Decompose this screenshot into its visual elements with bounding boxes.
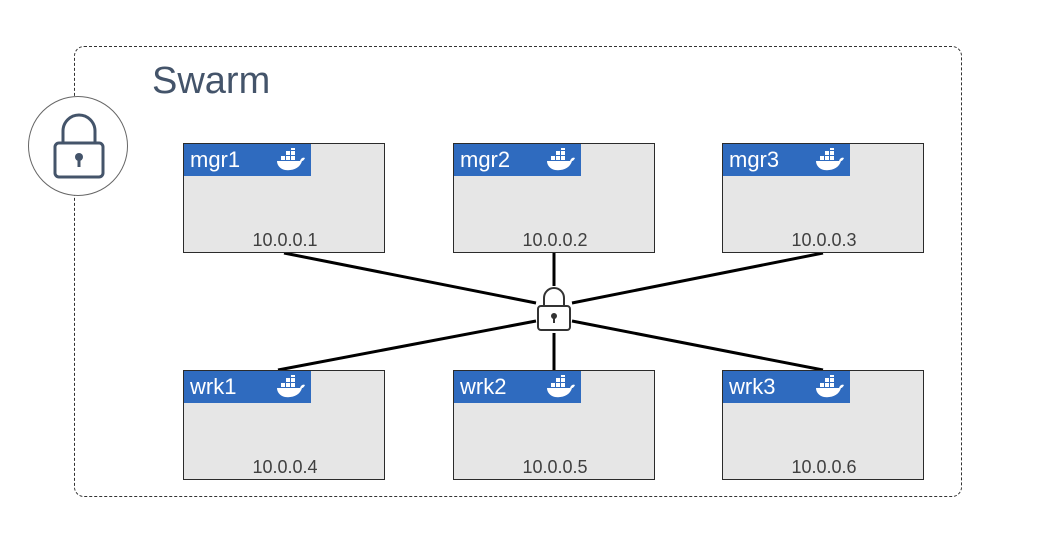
node-mgr3: mgr3 10.0.0.3 bbox=[722, 143, 924, 253]
link-mgr1 bbox=[283, 251, 537, 305]
docker-whale-icon bbox=[547, 148, 575, 171]
node-name: mgr1 bbox=[190, 147, 241, 172]
swarm-lock-badge bbox=[28, 96, 128, 196]
link-wrk3 bbox=[571, 319, 824, 372]
node-ip: 10.0.0.3 bbox=[791, 230, 857, 250]
node-ip: 10.0.0.5 bbox=[522, 457, 588, 477]
node-mgr1: mgr1 10.0.0.1 bbox=[183, 143, 385, 253]
node-header: wrk1 bbox=[184, 371, 311, 403]
hub-lock bbox=[534, 284, 574, 334]
padlock-icon bbox=[537, 287, 571, 331]
node-header: mgr3 bbox=[723, 144, 850, 176]
node-header: wrk2 bbox=[454, 371, 581, 403]
node-header: wrk3 bbox=[723, 371, 850, 403]
node-name: mgr2 bbox=[460, 147, 511, 172]
node-header: mgr2 bbox=[454, 144, 581, 176]
node-ip: 10.0.0.2 bbox=[522, 230, 588, 250]
node-wrk1: wrk1 10.0.0.4 bbox=[183, 370, 385, 480]
node-mgr2: mgr2 10.0.0.2 bbox=[453, 143, 655, 253]
node-name: mgr3 bbox=[729, 147, 780, 172]
node-header: mgr1 bbox=[184, 144, 311, 176]
padlock-icon bbox=[53, 113, 105, 179]
docker-whale-icon bbox=[277, 375, 305, 398]
node-name: wrk3 bbox=[729, 374, 776, 399]
link-wrk1 bbox=[277, 319, 537, 372]
node-ip: 10.0.0.1 bbox=[252, 230, 318, 250]
swarm-title: Swarm bbox=[152, 60, 271, 102]
node-wrk2: wrk2 10.0.0.5 bbox=[453, 370, 655, 480]
link-mgr3 bbox=[571, 251, 824, 305]
docker-whale-icon bbox=[277, 148, 305, 171]
swarm-boundary bbox=[74, 46, 962, 497]
node-ip: 10.0.0.6 bbox=[791, 457, 857, 477]
docker-whale-icon bbox=[816, 148, 844, 171]
node-ip: 10.0.0.4 bbox=[252, 457, 318, 477]
docker-whale-icon bbox=[816, 375, 844, 398]
node-name: wrk2 bbox=[460, 374, 507, 399]
node-wrk3: wrk3 10.0.0.6 bbox=[722, 370, 924, 480]
node-name: wrk1 bbox=[190, 374, 237, 399]
docker-whale-icon bbox=[547, 375, 575, 398]
